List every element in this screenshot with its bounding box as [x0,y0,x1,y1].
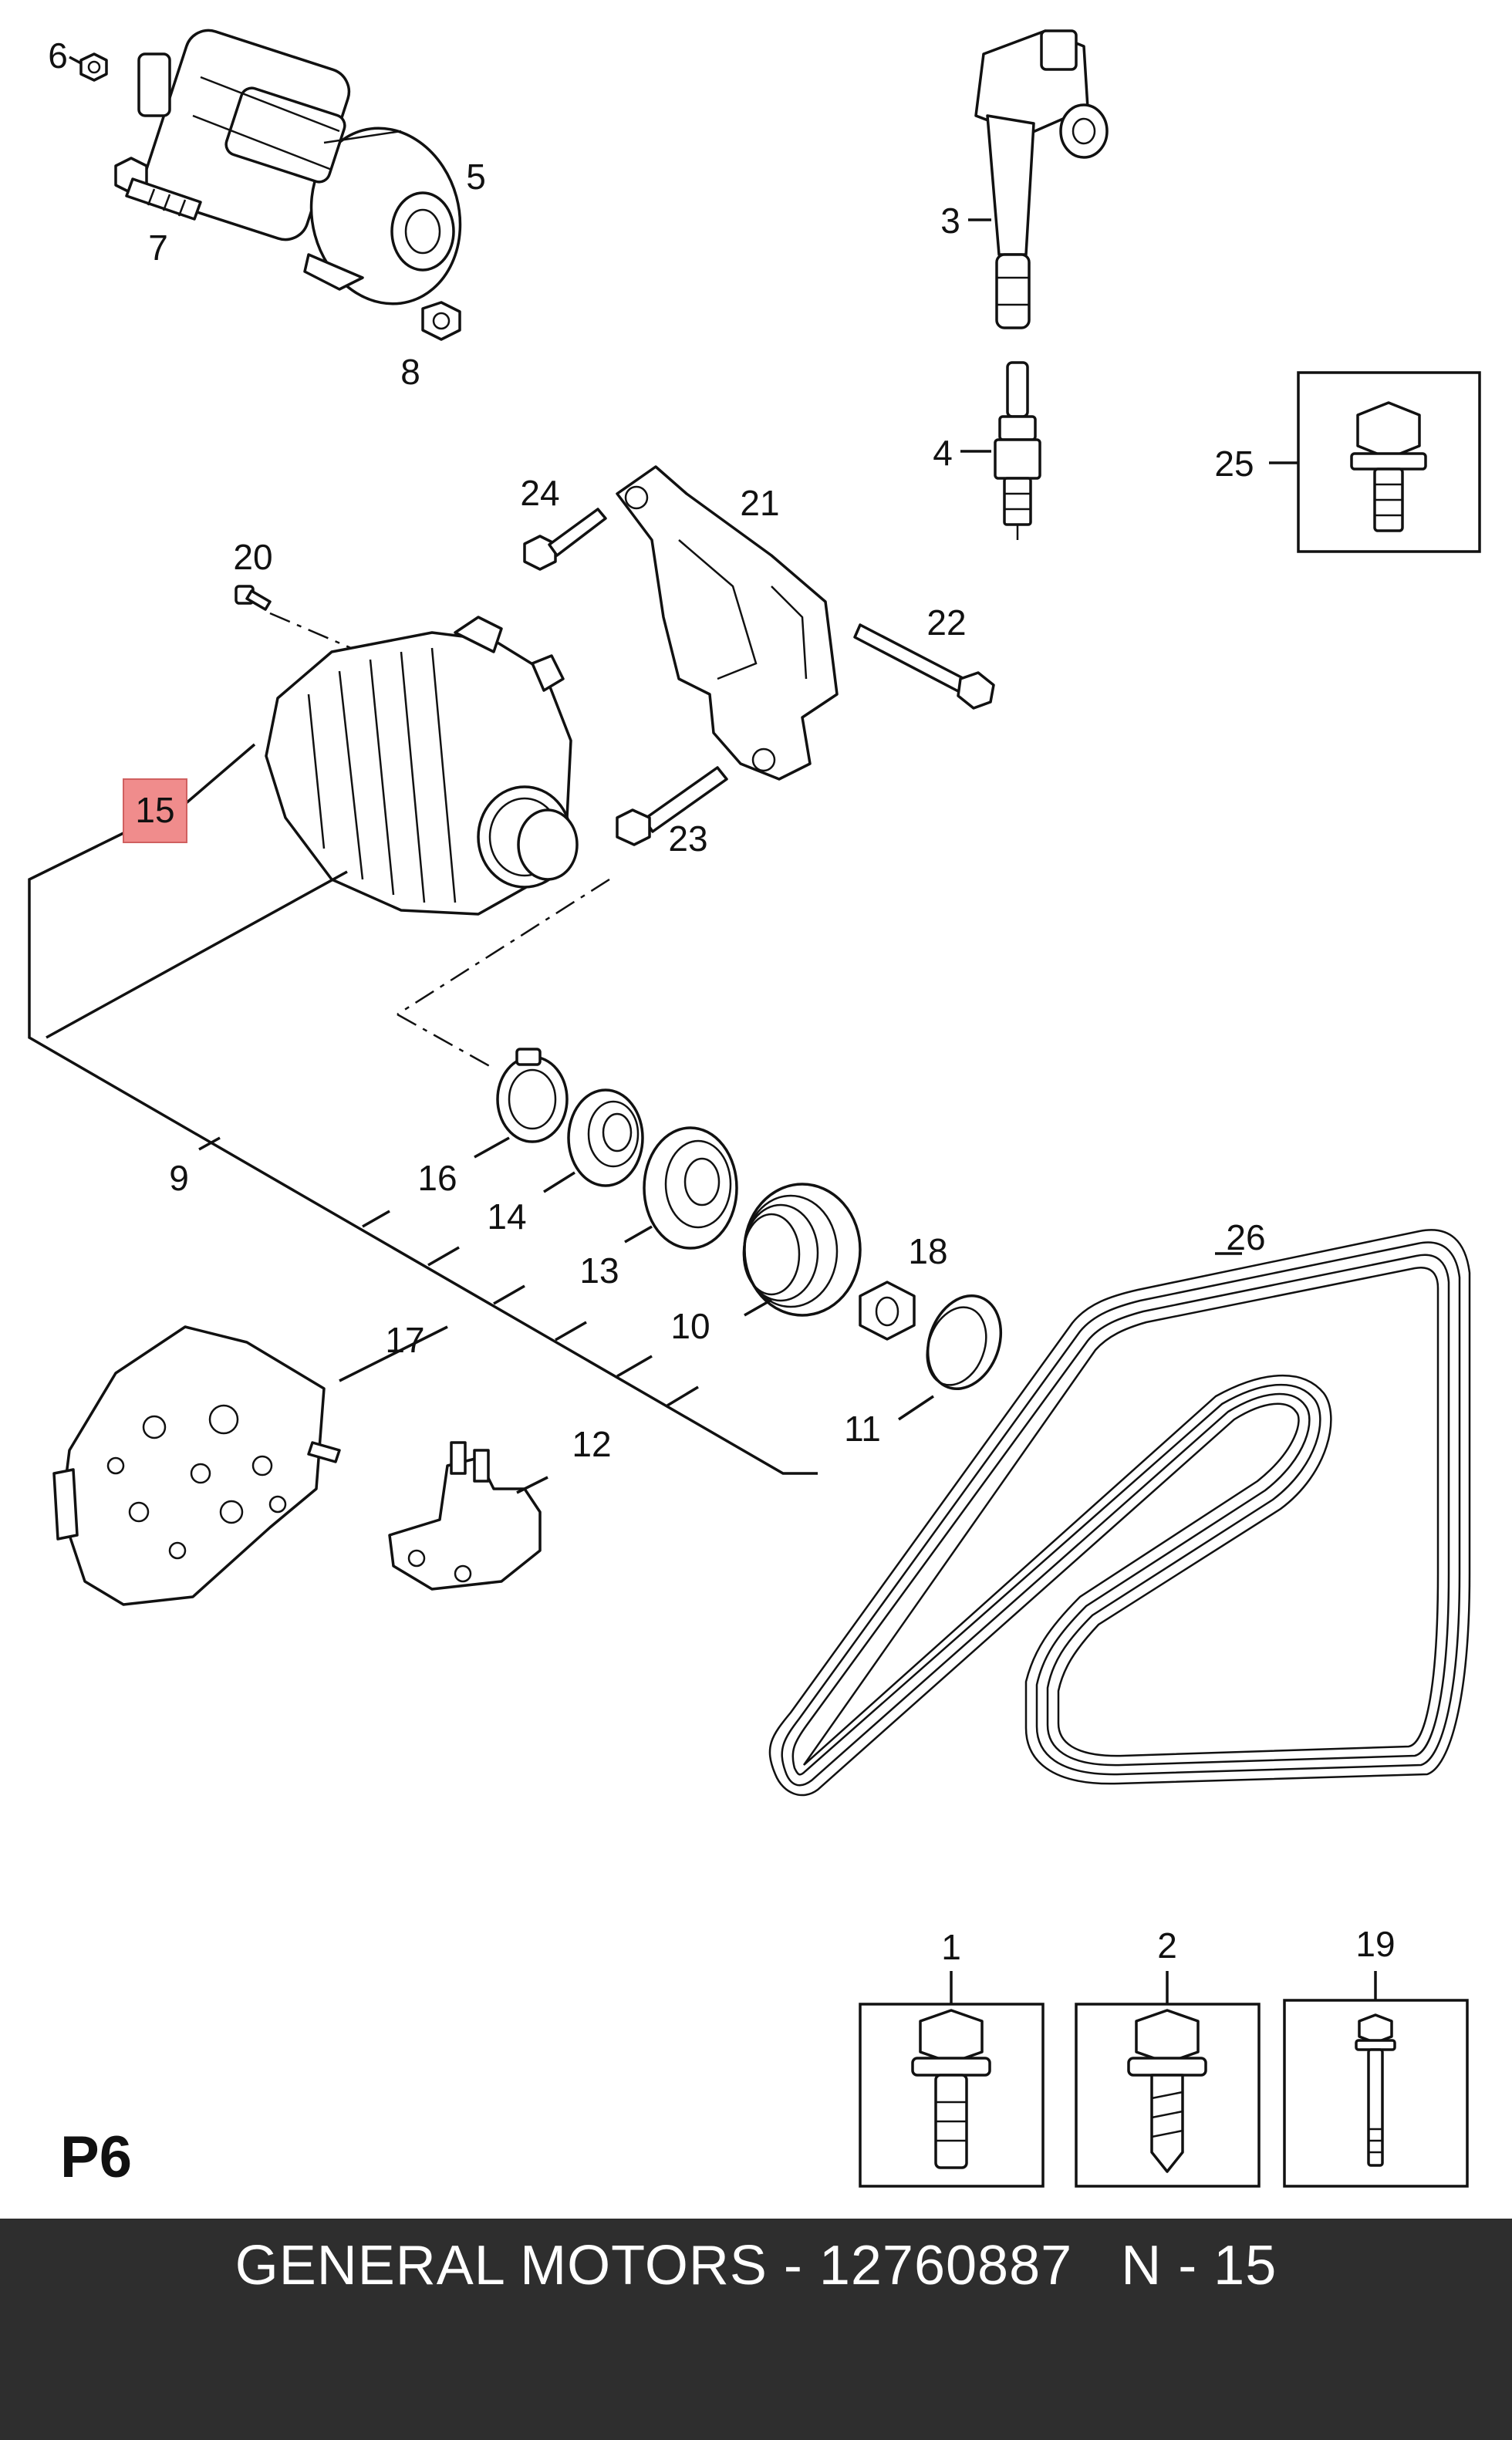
bolt-box-19[interactable] [1283,1999,1469,2188]
callout-25[interactable]: 25 [1214,444,1254,484]
starter-motor-part[interactable] [137,25,480,321]
leader-lines [28,56,1377,2004]
callout-18[interactable]: 18 [908,1231,947,1271]
callout-24[interactable]: 24 [520,473,559,513]
bolt-part-22[interactable] [853,623,995,710]
callout-26[interactable]: 26 [1226,1217,1265,1257]
callout-23[interactable]: 23 [668,818,707,859]
callout-8[interactable]: 8 [400,352,420,392]
generator-assembly-part[interactable] [265,616,579,916]
ring-part-16[interactable] [496,1048,569,1143]
bolt-box-2[interactable] [1075,2003,1261,2188]
axis-dashline-lower [397,1013,494,1070]
callout-6[interactable]: 6 [48,35,68,76]
callout-21[interactable]: 21 [740,483,779,523]
callout-1[interactable]: 1 [941,1927,961,1967]
callout-22[interactable]: 22 [926,602,966,643]
bolt-part-23[interactable] [616,766,728,846]
callout-11[interactable]: 11 [844,1409,881,1449]
spark-plug-part[interactable] [994,361,1041,540]
bearing-part-14[interactable] [567,1088,644,1187]
regulator-part-12[interactable] [388,1441,542,1591]
rectifier-part-17[interactable] [52,1325,341,1606]
nut-part-8[interactable] [421,301,461,341]
footer-part-number-text: GENERAL MOTORS - 12760887 N - 15 [235,2235,1277,2297]
footer-bar: GENERAL MOTORS - 12760887 N - 15 [0,2219,1512,2440]
screw-part-20[interactable] [235,585,272,611]
callout-9[interactable]: 9 [169,1158,189,1198]
callout-19[interactable]: 19 [1355,1924,1395,1964]
page-code-label: P6 [60,2124,132,2190]
callout-3[interactable]: 3 [940,201,960,241]
cap-part-11[interactable] [916,1285,1014,1399]
bracket-part-21[interactable] [616,465,839,781]
callout-13[interactable]: 13 [579,1250,619,1291]
highlighted-callout-box[interactable] [123,778,187,843]
axis-dashline-screw [269,612,352,650]
bolt-part-24[interactable] [523,508,607,571]
callout-10[interactable]: 10 [670,1306,710,1346]
callout-16[interactable]: 16 [417,1158,457,1198]
ignition-coil-part[interactable] [974,29,1109,329]
callout-2[interactable]: 2 [1157,1925,1177,1966]
bolt-box-25[interactable] [1297,371,1481,553]
bolt-box-1[interactable] [859,2003,1045,2188]
drive-belt-part[interactable] [768,1229,1471,1797]
bolt-part-7[interactable] [114,157,202,221]
callout-7[interactable]: 7 [148,228,168,268]
callout-12[interactable]: 12 [572,1424,611,1464]
nut-part-6[interactable] [79,52,108,82]
pulley-part-10[interactable] [742,1183,862,1317]
callout-20[interactable]: 20 [233,537,272,577]
bearing-part-13[interactable] [643,1126,738,1250]
nut-part-18[interactable] [859,1281,916,1341]
callout-15[interactable]: 15 [135,790,174,830]
callout-17[interactable]: 17 [385,1320,424,1360]
callout-5[interactable]: 5 [466,157,486,197]
axis-dashline-front [397,878,610,1016]
callout-14[interactable]: 14 [487,1196,526,1237]
callout-4[interactable]: 4 [933,433,953,473]
